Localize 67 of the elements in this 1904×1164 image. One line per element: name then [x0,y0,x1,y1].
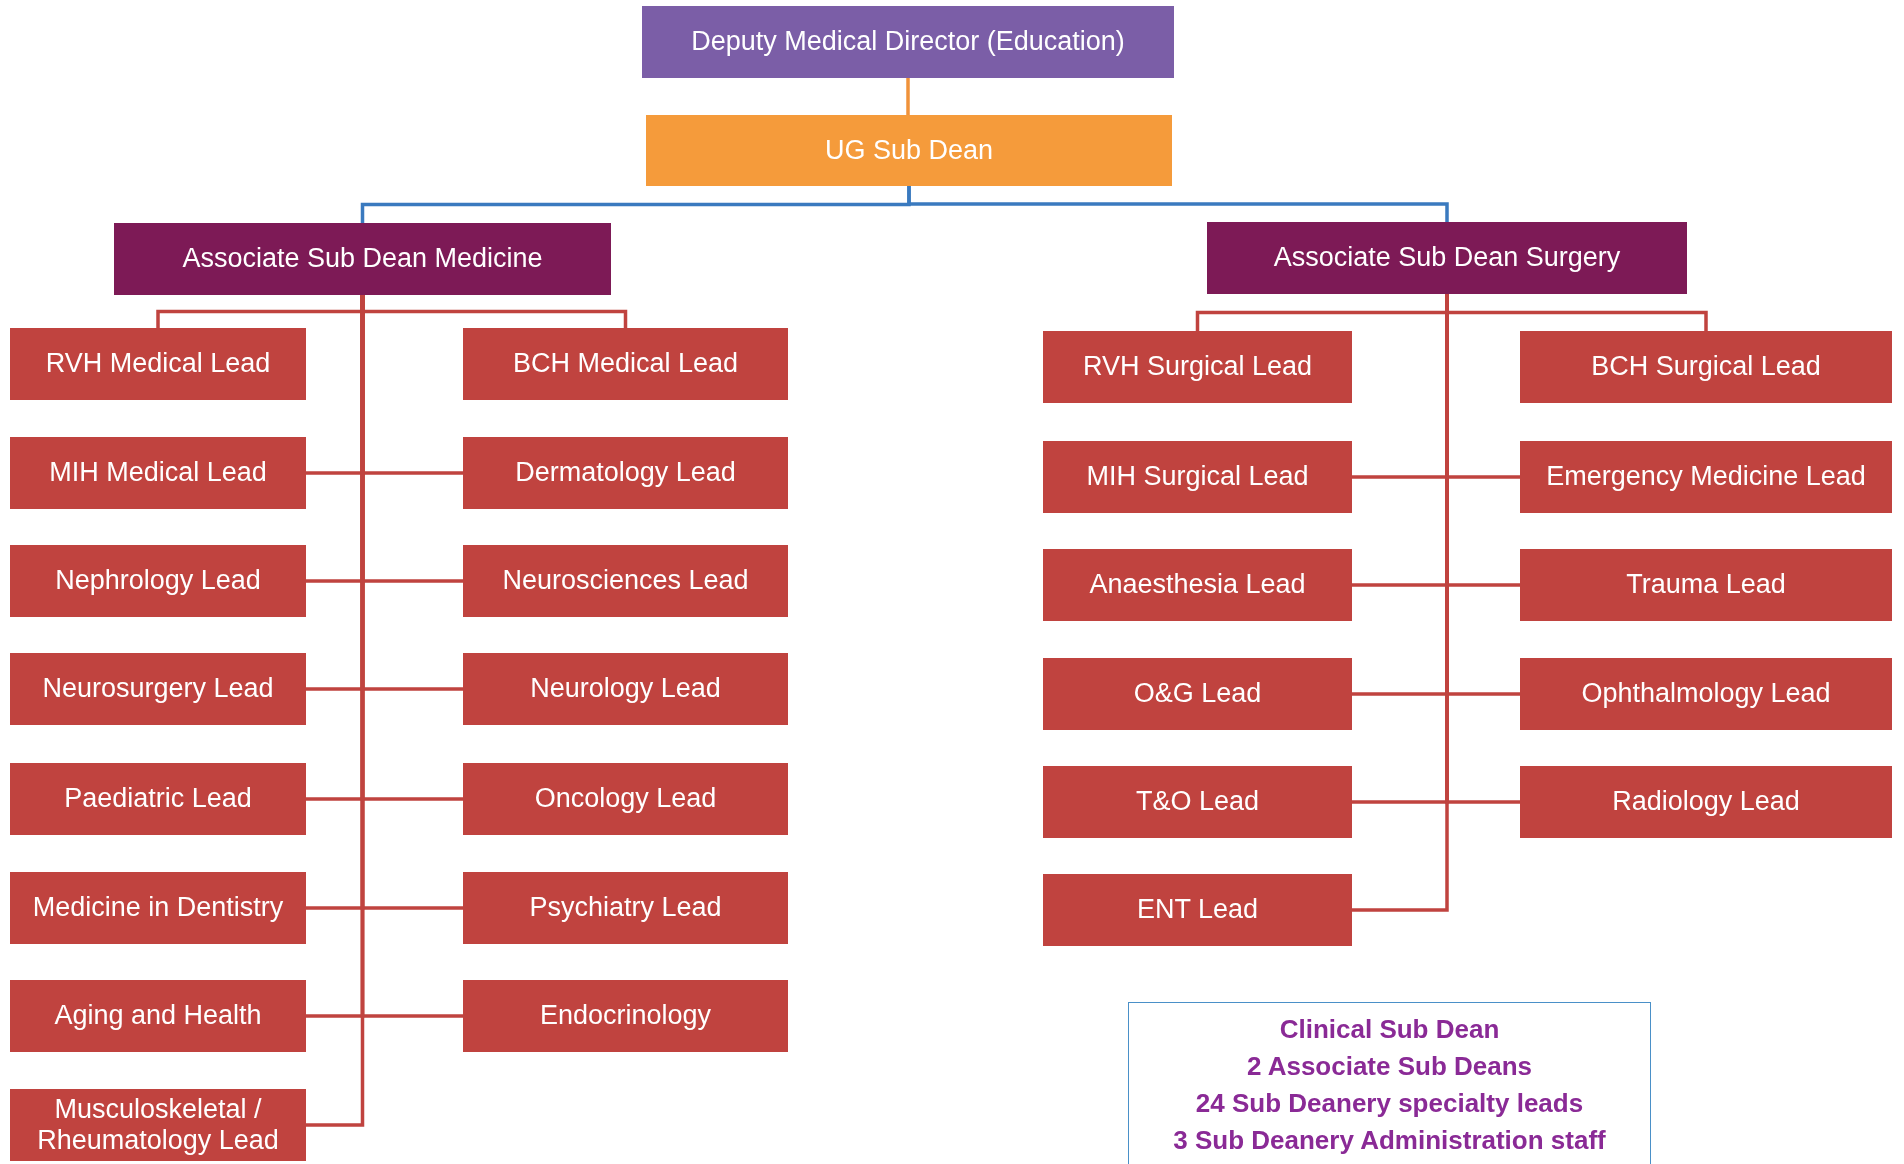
box-label: BCH Medical Lead [512,348,739,380]
lead-box [1520,658,1892,730]
lead-box [1043,874,1352,946]
lead-box [463,437,788,509]
lead-box [463,328,788,400]
box-label: BCH Surgical Lead [1591,351,1821,383]
sub-dean-box [646,115,1172,186]
lead-box [10,653,306,725]
lead-box [1520,441,1892,513]
lead-box [10,328,306,400]
box-label: Anaesthesia Lead [1089,569,1306,601]
box-label: Emergency Medicine Lead [1546,461,1866,493]
box-label: Deputy Medical Director (Education) [691,26,1125,58]
lead-box [1520,549,1892,621]
summary-line: 3 Sub Deanery Administration staff [1173,1123,1606,1157]
lead-box [10,763,306,835]
lead-box [10,437,306,509]
box-label: RVH Surgical Lead [1082,351,1313,383]
box-label: MIH Medical Lead [49,457,267,489]
lead-box [463,653,788,725]
lead-box [1520,331,1892,403]
director-box [642,6,1174,78]
box-label: Dermatology Lead [515,457,736,489]
box-label: Radiology Lead [1612,786,1800,818]
connector-line [906,78,910,115]
box-label: ENT Lead [1136,894,1259,926]
summary-line: 24 Sub Deanery specialty leads [1195,1086,1584,1120]
lead-box [10,1089,306,1161]
box-label: RVH Medical Lead [45,348,271,380]
box-label: UG Sub Dean [824,134,994,166]
box-label: Associate Sub Dean Medicine [182,243,543,275]
associate-dean-box [114,223,611,295]
summary-line: Clinical Sub Dean [1279,1013,1500,1046]
lead-box [1043,766,1352,838]
box-label: Endocrinology [539,1000,712,1032]
box-label: Neurosciences Lead [502,565,749,597]
lead-box [1043,549,1352,621]
lead-box [463,545,788,617]
lead-box [10,980,306,1052]
box-label: Neurology Lead [530,673,721,705]
lead-box [1520,766,1892,838]
connector-line [907,186,1449,222]
lead-box [463,872,788,944]
box-label: Aging and Health [54,1000,262,1032]
box-label: O&G Lead [1133,678,1262,710]
summary-line: 2 Associate Sub Deans [1246,1049,1533,1083]
lead-box [10,872,306,944]
box-label: Oncology Lead [534,783,717,815]
box-label: T&O Lead [1135,786,1260,818]
lead-box [10,545,306,617]
box-label: Neurosurgery Lead [42,673,274,705]
box-label: Paediatric Lead [64,783,252,815]
box-label: Associate Sub Dean Surgery [1273,242,1621,274]
lead-box [463,763,788,835]
box-label: Musculoskeletal / Rheumatology Lead [36,1093,280,1157]
box-label: Medicine in Dentistry [32,892,284,924]
box-label: MIH Surgical Lead [1086,461,1309,493]
summary-box [1128,1002,1651,1164]
lead-box [1043,658,1352,730]
lead-box [463,980,788,1052]
box-label: Psychiatry Lead [529,892,722,924]
box-label: Trauma Lead [1626,569,1786,601]
associate-dean-box [1207,222,1687,294]
box-label: Nephrology Lead [55,565,261,597]
box-label: Ophthalmology Lead [1581,678,1831,710]
lead-box [1043,331,1352,403]
lead-box [1043,441,1352,513]
